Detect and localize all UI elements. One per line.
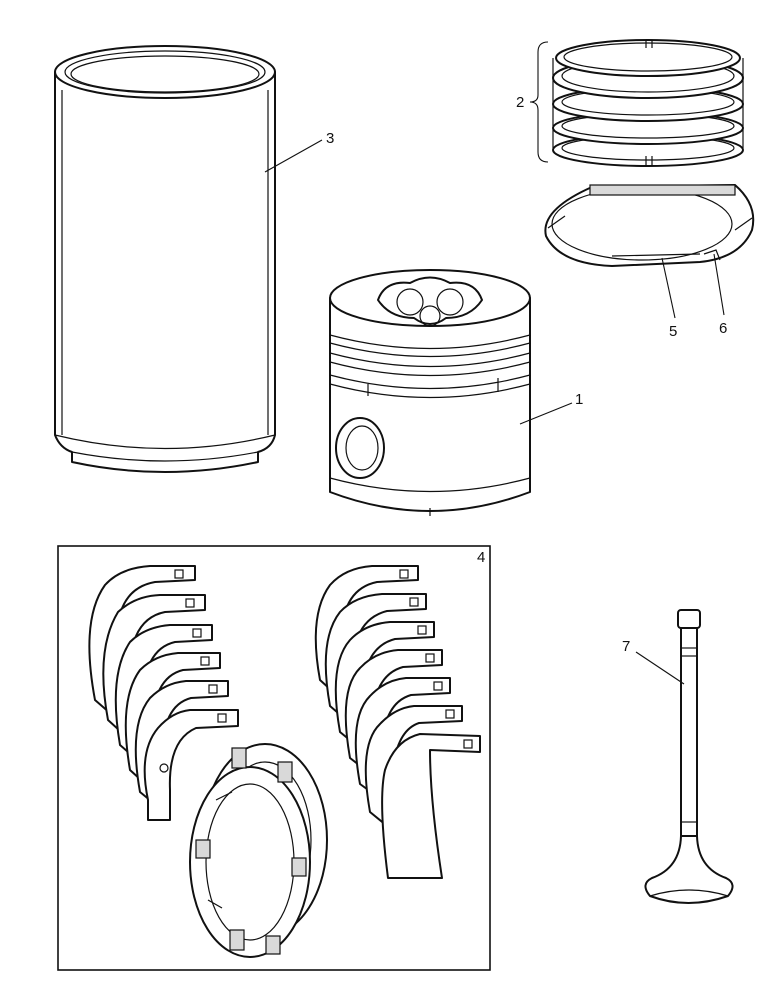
callout-ring-set: 2 xyxy=(516,94,524,111)
callout-valve: 7 xyxy=(622,638,630,655)
rod-bearing-stack xyxy=(314,565,481,879)
ring-set-bracket xyxy=(529,41,549,163)
callout-thrust-washer-b: 6 xyxy=(719,320,727,337)
callout-piston: 1 xyxy=(575,391,583,408)
callout-bearing-kit: 4 xyxy=(477,549,485,566)
washer6-leader-line xyxy=(713,253,725,316)
callout-thrust-washer-a: 5 xyxy=(669,323,677,340)
engine-valve xyxy=(644,609,734,904)
liner-leader-line xyxy=(264,139,323,173)
piston-leader-line xyxy=(519,402,573,425)
main-bearing-stack xyxy=(88,565,239,821)
callout-cylinder-liner: 3 xyxy=(326,130,334,147)
piston-ring-set xyxy=(552,39,744,167)
valve-leader-line xyxy=(635,651,685,685)
thrust-washer-set xyxy=(544,184,755,267)
cylinder-liner xyxy=(54,45,276,473)
bearing-kit-frame xyxy=(57,545,491,971)
piston xyxy=(329,269,531,516)
bearing-thrust-rings xyxy=(189,743,328,958)
washer5-leader-line xyxy=(661,257,676,319)
